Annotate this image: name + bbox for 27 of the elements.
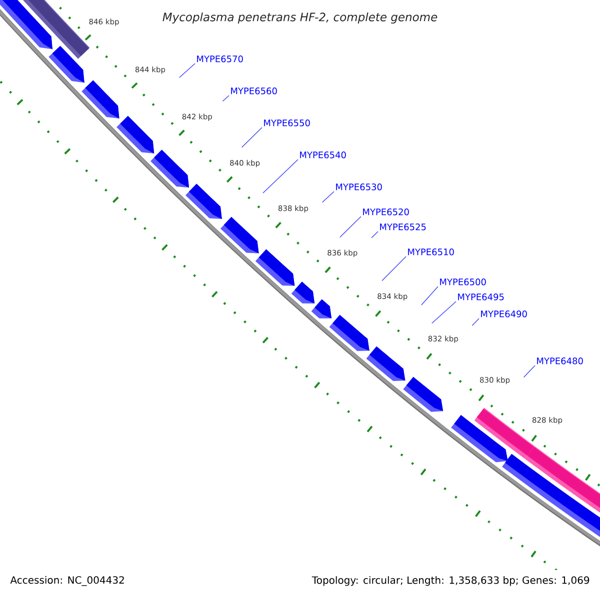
leader-line xyxy=(222,95,230,102)
leader-line xyxy=(432,301,456,324)
leader-line xyxy=(340,216,362,238)
leader-line xyxy=(262,159,298,194)
leader-line xyxy=(523,365,536,378)
gene-label: MYPE6520 xyxy=(363,208,409,216)
gene-label: MYPE6550 xyxy=(264,120,310,126)
leader-line xyxy=(241,127,262,148)
leader-line xyxy=(472,318,480,326)
leader-line xyxy=(421,286,438,306)
leader-line xyxy=(322,191,334,203)
gene-label: MYPE6510 xyxy=(408,248,454,256)
gene-label: MYPE6525 xyxy=(380,224,426,230)
leader-line xyxy=(371,231,378,238)
footer-text: Topology: circular; Length: 1,358,633 bp; Genes: 1,069 xyxy=(312,576,590,586)
leader-line xyxy=(178,63,196,78)
leader-line xyxy=(382,256,406,282)
gene-label: MYPE6495 xyxy=(458,294,504,300)
gene-label: MYPE6490 xyxy=(481,310,527,318)
gene-label: MYPE6500 xyxy=(440,278,486,286)
gene-label: MYPE6560 xyxy=(231,88,277,94)
gene-label: MYPE6530 xyxy=(336,184,382,190)
gene-label: MYPE6570 xyxy=(197,56,243,62)
title: Mycoplasma penetrans HF-2, complete genome xyxy=(162,12,438,24)
gene-label: MYPE6540 xyxy=(300,152,346,158)
gene-label: MYPE6480 xyxy=(537,358,583,364)
footer-text: Accession: NC_004432 xyxy=(10,576,124,586)
